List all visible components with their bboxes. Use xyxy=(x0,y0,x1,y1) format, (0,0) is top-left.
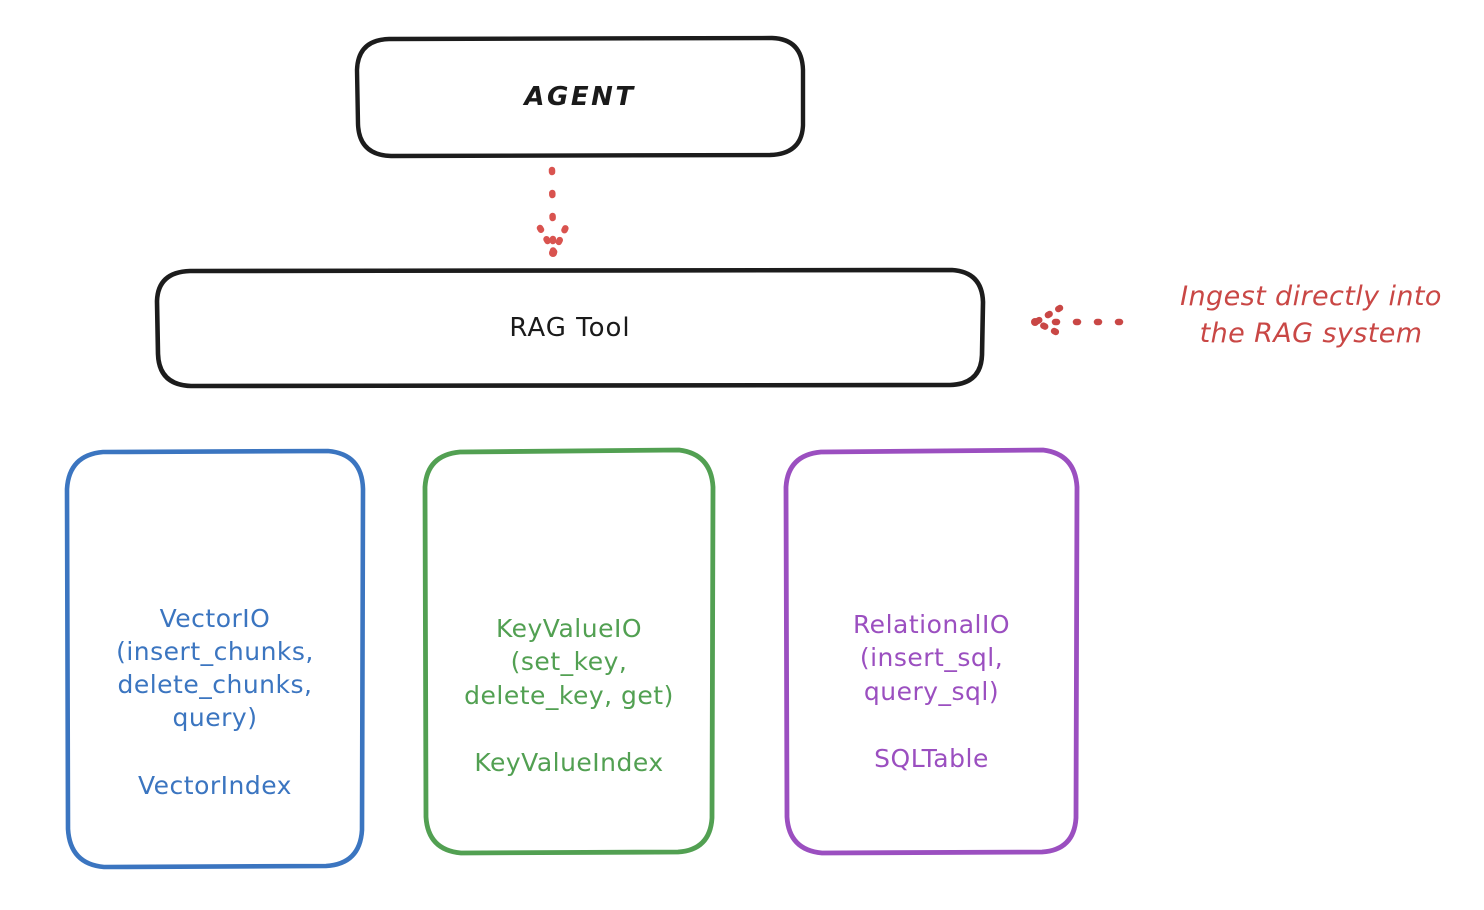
relational-io-box-outline xyxy=(783,447,1080,856)
key-value-io-content: KeyValueIO (set_key, delete_key, get) Ke… xyxy=(464,612,674,777)
rag-tool-box-outline xyxy=(154,267,986,389)
key-value-io-subtitle: KeyValueIndex xyxy=(474,747,664,777)
agent-node[interactable]: AGENT xyxy=(357,38,803,156)
relational-io-title: RelationalIO (insert_sql, query_sql) xyxy=(852,610,1011,706)
rag-tool-node[interactable]: RAG Tool xyxy=(157,270,983,386)
ingest-annotation-text: Ingest directly into the RAG system xyxy=(1180,281,1442,350)
agent-label: AGENT xyxy=(524,82,636,112)
vector-io-subtitle: VectorIndex xyxy=(137,770,292,800)
key-value-io-title: KeyValueIO (set_key, delete_key, get) xyxy=(464,614,674,710)
relational-io-subtitle: SQLTable xyxy=(874,743,989,773)
agent-to-rag-arrow xyxy=(536,166,570,257)
vector-io-box-outline xyxy=(64,448,366,870)
key-value-io-box-outline xyxy=(422,447,716,856)
vector-io-node[interactable]: VectorIO (insert_chunks, delete_chunks, … xyxy=(67,450,363,867)
relational-io-content: RelationalIO (insert_sql, query_sql) SQL… xyxy=(853,608,1010,773)
vector-io-content: VectorIO (insert_chunks, delete_chunks, … xyxy=(116,602,314,800)
vector-io-title: VectorIO (insert_chunks, delete_chunks, … xyxy=(116,603,314,733)
relational-io-node[interactable]: RelationalIO (insert_sql, query_sql) SQL… xyxy=(786,450,1077,853)
ingest-annotation-arrow xyxy=(1031,304,1124,338)
rag-tool-label: RAG Tool xyxy=(509,313,631,343)
agent-box-outline xyxy=(354,35,806,159)
key-value-io-node[interactable]: KeyValueIO (set_key, delete_key, get) Ke… xyxy=(425,450,713,853)
